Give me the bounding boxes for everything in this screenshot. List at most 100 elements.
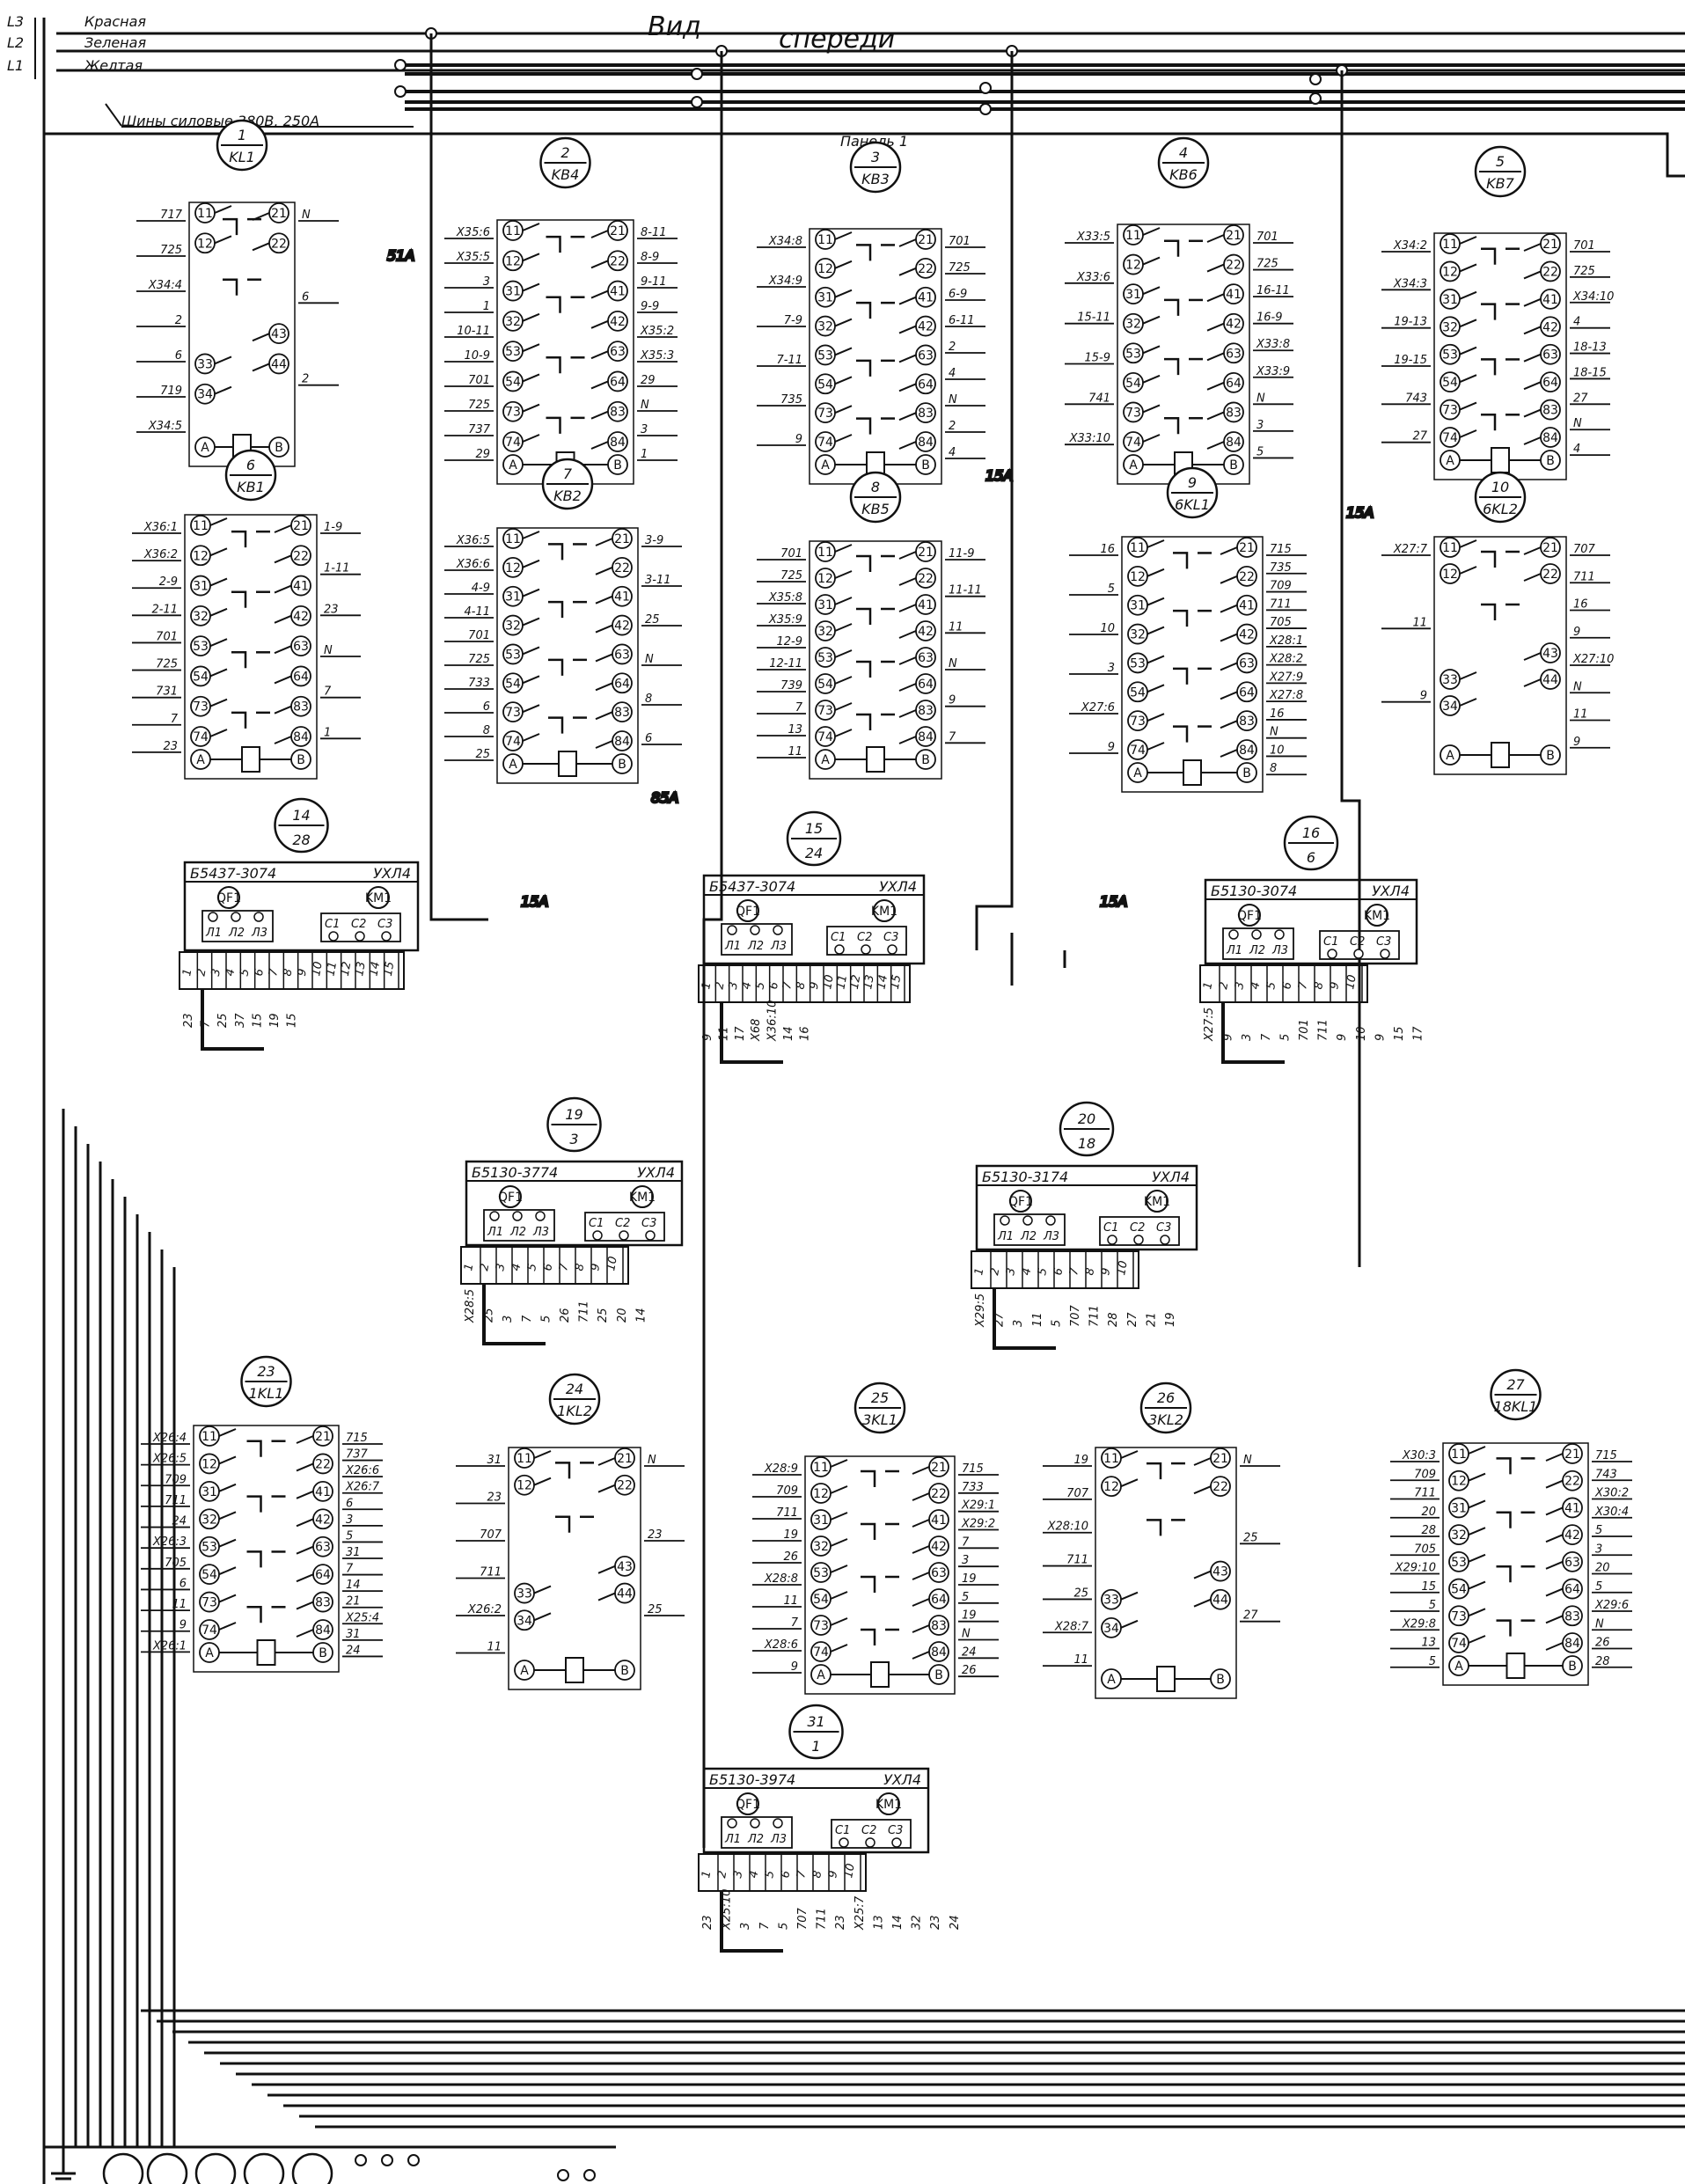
contact-22: 22 [290, 545, 311, 567]
contact-73: 73 [502, 701, 524, 723]
terminal-number: 10 [310, 961, 326, 978]
relay-number: 2 [560, 144, 569, 161]
contact-arm [590, 260, 609, 269]
phase-c-dot [1133, 1235, 1144, 1245]
svg-text:22: 22 [1239, 570, 1255, 584]
phase-c-dot [1107, 1235, 1117, 1245]
contact-arm [912, 1598, 930, 1607]
wire-label-right: 743 [1595, 1468, 1617, 1481]
junction-dot [394, 85, 407, 98]
svg-text:12: 12 [505, 254, 521, 268]
contact-arm [834, 676, 853, 685]
coil-symbol [1156, 1666, 1176, 1692]
contact-arm [1468, 1580, 1486, 1590]
wire-label-left: X36:2 [143, 548, 178, 561]
trunk-wire [1340, 70, 1361, 1267]
contact-22: 22 [915, 568, 936, 589]
terminal-number: 5 [763, 1870, 777, 1880]
contact-33: 33 [514, 1582, 535, 1604]
block-wire-label: 711 [578, 1301, 591, 1323]
contact-arm [218, 1483, 237, 1492]
contact-32: 32 [815, 620, 836, 641]
phase-c-dot [839, 1837, 849, 1848]
contact-arm [834, 405, 853, 414]
wire-label-right: 25 [645, 613, 660, 627]
contact-42: 42 [312, 1508, 333, 1530]
wire-label-left: 735 [780, 393, 802, 407]
contact-switch [1496, 1619, 1512, 1637]
svg-text:84: 84 [918, 436, 934, 450]
contact-21: 21 [612, 528, 633, 549]
phase-a-frame [721, 923, 793, 956]
svg-text:43: 43 [617, 1560, 633, 1574]
svg-text:B: B [620, 1664, 629, 1678]
terminal-number: 8 [573, 1263, 587, 1272]
contact-switch [1164, 239, 1180, 257]
svg-text:32: 32 [193, 610, 209, 624]
wire-label-left: 6 [483, 700, 490, 714]
contact-84: 84 [1223, 431, 1244, 452]
wire-label-left: 7 [795, 701, 803, 715]
contact-54: 54 [199, 1564, 220, 1586]
contact-switch [1173, 609, 1189, 627]
wire-label-left: 2-9 [159, 575, 178, 589]
svg-text:42: 42 [1226, 318, 1242, 332]
svg-text:32: 32 [1130, 628, 1146, 642]
svg-text:QF1: QF1 [736, 1798, 760, 1812]
contact-34: 34 [1440, 695, 1461, 716]
contact-54: 54 [502, 672, 524, 694]
wire-label-left: 737 [468, 423, 491, 436]
phase-a-dot [253, 912, 264, 922]
contact-switch [1496, 1457, 1512, 1475]
junction-dot [381, 2154, 393, 2166]
svg-text:A: A [205, 1646, 214, 1660]
wire-label-left: X26:4 [152, 1432, 187, 1445]
contact-11: 11 [502, 528, 524, 549]
wire-label-right: 715 [962, 1462, 984, 1476]
svg-text:53: 53 [505, 648, 521, 662]
svg-text:21: 21 [918, 546, 934, 560]
contact-arm [1142, 374, 1161, 384]
contact-arm [522, 312, 540, 322]
wire-label-right: 701 [1256, 231, 1278, 244]
contact-arm [522, 617, 540, 627]
contact-switch [1173, 667, 1189, 685]
phase-c-label: C3 [1376, 935, 1391, 949]
contactor-km1: KM1 [365, 886, 392, 909]
contact-arm [898, 736, 917, 744]
terminal-number: 9 [1099, 1267, 1113, 1277]
phase-a-frame [721, 1816, 793, 1849]
svg-text:63: 63 [1564, 1556, 1580, 1570]
block-climate: УХЛ4 [883, 1771, 921, 1788]
svg-text:31: 31 [813, 1513, 829, 1528]
wire-label-left: 9 [795, 433, 802, 446]
svg-text:53: 53 [1125, 347, 1141, 361]
phase-c-dot [328, 931, 339, 942]
contact-arm [209, 668, 228, 678]
contact-arm [830, 1617, 848, 1626]
contact-42: 42 [1540, 316, 1561, 338]
contact-switch [231, 530, 247, 548]
wire-label-left: X26:5 [152, 1453, 187, 1466]
wire-label-left: 711 [480, 1566, 502, 1579]
contact-32: 32 [1448, 1524, 1469, 1546]
contact-21: 21 [1223, 224, 1244, 246]
svg-text:12: 12 [193, 549, 209, 563]
relay-number: 25 [871, 1389, 889, 1406]
contact-arm [209, 517, 228, 526]
contact-74: 74 [199, 1619, 220, 1640]
svg-text:22: 22 [1564, 1475, 1580, 1489]
block-wire-label: 23 [834, 1915, 847, 1930]
svg-text:21: 21 [1542, 541, 1558, 555]
phase-c-dot [1327, 949, 1337, 959]
wire-label-right: N [949, 393, 957, 407]
coil-terminal-b: B [1540, 450, 1561, 471]
wire-label-left: 11 [788, 745, 802, 759]
svg-text:42: 42 [614, 619, 630, 634]
panel-frame-top [44, 132, 1685, 178]
trunk-wire [429, 33, 488, 921]
svg-text:22: 22 [918, 262, 934, 276]
contact-53: 53 [502, 341, 524, 363]
contact-arm [522, 675, 540, 685]
